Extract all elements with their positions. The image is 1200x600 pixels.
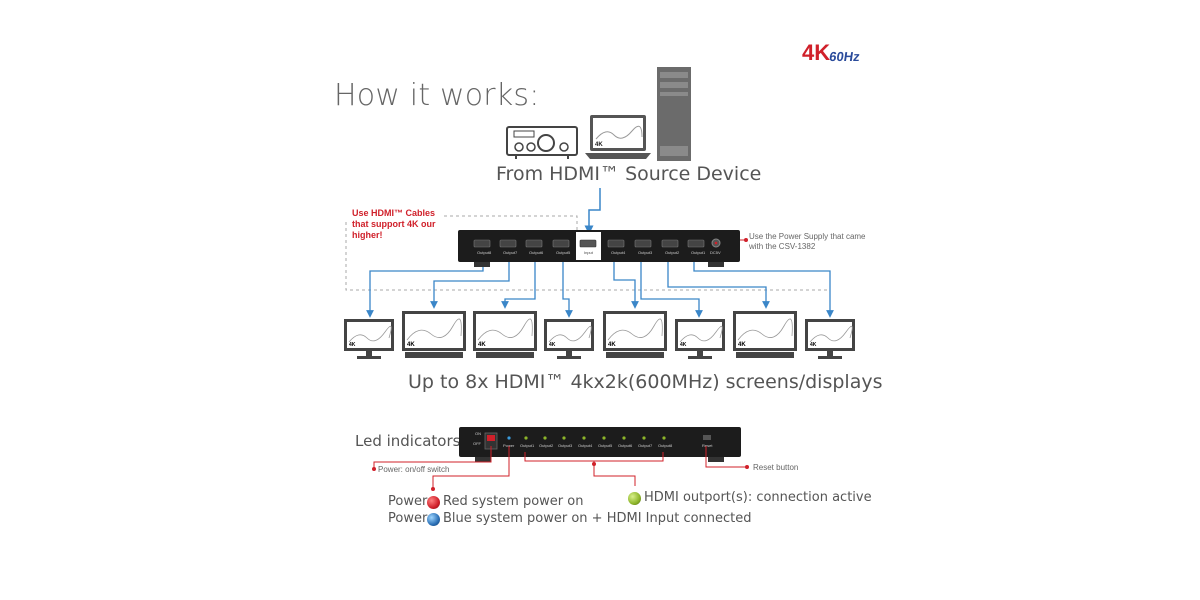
port-label: Output6	[529, 250, 544, 255]
port-label: Output4	[611, 250, 626, 255]
device-foot	[708, 262, 724, 267]
power-supply-note: Use the Power Supply that came with the …	[749, 232, 866, 251]
led-indicators-title: Led indicators	[355, 432, 461, 450]
switch-off-label: OFF	[473, 441, 481, 446]
led-label: Output3	[558, 443, 573, 448]
svg-text:4K: 4K	[738, 342, 746, 348]
device-foot	[475, 457, 491, 462]
reset-label: Reset	[702, 443, 713, 448]
svg-text:4K: 4K	[349, 342, 356, 348]
switch-on-label: ON	[475, 431, 481, 436]
legend-power-red: Red system power on	[443, 494, 584, 509]
device-foot	[474, 262, 490, 267]
svg-text:4K: 4K	[802, 40, 830, 65]
port-label: Output1	[691, 250, 706, 255]
laptop-icon: 4K	[584, 113, 652, 166]
led-label: Output2	[539, 443, 554, 448]
port-label: Output2	[665, 250, 680, 255]
svg-text:4K: 4K	[407, 342, 415, 348]
port-label: DC5V	[710, 250, 721, 255]
splitter-front-panel	[459, 427, 741, 457]
led-label: Output4	[578, 443, 593, 448]
blue-led-icon	[427, 513, 440, 526]
monitor-icon: 4K	[674, 318, 726, 365]
device-foot	[708, 457, 724, 462]
svg-text:4K: 4K	[478, 342, 486, 348]
svg-text:4K: 4K	[608, 342, 616, 348]
monitor-icon: 4K	[602, 310, 668, 365]
monitor-icon: 4K	[732, 310, 798, 365]
screens-label: Up to 8x HDMI™ 4kx2k(600MHz) screens/dis…	[408, 371, 883, 393]
monitor-icon: 4K	[543, 318, 595, 365]
cable-note: Use HDMI™ Cables that support 4K our hig…	[352, 208, 436, 240]
power-switch-label: Power: on/off switch	[378, 465, 450, 474]
splitter-back-panel	[458, 230, 740, 262]
led-label: Output5	[598, 443, 613, 448]
led-label: Output6	[618, 443, 633, 448]
led-label: Output8	[658, 443, 673, 448]
legend-power-prefix: Power:	[388, 511, 432, 526]
legend-power-prefix: Power:	[388, 494, 432, 509]
led-label: Output1	[520, 443, 535, 448]
red-led-icon	[427, 496, 440, 509]
green-led-icon	[628, 492, 641, 505]
port-label: Input	[584, 250, 593, 255]
port-label: Output5	[556, 250, 571, 255]
svg-text:4K: 4K	[810, 342, 817, 348]
monitor-icon: 4K	[472, 310, 538, 365]
4k60hz-logo: 4K 60Hz	[802, 38, 866, 66]
monitor-icon: 4K	[401, 310, 467, 365]
monitor-icon: 4K	[343, 318, 395, 365]
monitor-icon: 4K	[804, 318, 856, 365]
legend-hdmi-active: HDMI outport(s): connection active	[644, 490, 872, 505]
svg-text:4K: 4K	[549, 342, 556, 348]
source-device-label: From HDMI™ Source Device	[496, 163, 762, 185]
port-label: Output7	[503, 250, 518, 255]
av-receiver-icon	[506, 125, 578, 166]
pc-tower-icon	[656, 66, 692, 167]
led-label: Output7	[638, 443, 653, 448]
svg-text:4K: 4K	[680, 342, 687, 348]
led-label: Power	[503, 443, 515, 448]
page-title: How it works:	[334, 78, 540, 113]
reset-button-label: Reset button	[753, 463, 799, 472]
port-label: Output8	[477, 250, 492, 255]
legend-power-blue: Blue system power on + HDMI Input connec…	[443, 511, 752, 526]
svg-text:4K: 4K	[595, 142, 603, 148]
svg-text:60Hz: 60Hz	[828, 49, 861, 64]
port-label: Output3	[638, 250, 653, 255]
